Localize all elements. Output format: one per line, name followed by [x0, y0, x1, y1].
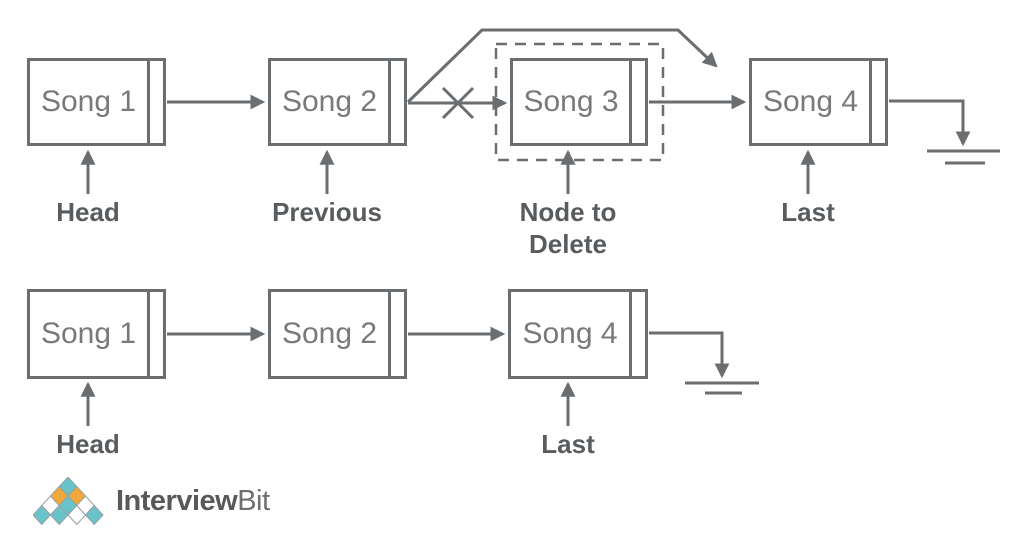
label-head-bottom: Head [56, 429, 120, 459]
null-connector-top [889, 99, 971, 147]
node-pointer-cell [869, 61, 885, 143]
node-pointer-cell [629, 61, 645, 143]
node-pointer-cell [629, 292, 645, 376]
node-song2-top: Song 2 [268, 58, 407, 146]
node-label: Song 2 [281, 85, 378, 118]
interviewbit-logo: InterviewBit [33, 477, 270, 526]
cross-mark [441, 86, 475, 120]
bypass-arrow [406, 28, 718, 104]
logo-text-interview: Interview [116, 485, 238, 517]
node-pointer-cell [388, 292, 404, 376]
logo-text-bit: Bit [237, 485, 270, 517]
node-pointer-cell [147, 292, 163, 376]
logo-pyramid-icon [33, 477, 104, 526]
node-song1-bottom: Song 1 [27, 289, 166, 379]
node-song2-bottom: Song 2 [268, 289, 407, 379]
label-head-top: Head [56, 197, 120, 227]
label-node-to-delete: Node to Delete [519, 197, 617, 259]
node-pointer-cell [147, 61, 163, 143]
node-pointer-cell [388, 61, 404, 143]
node-song1-top: Song 1 [27, 58, 166, 146]
node-label: Song 4 [522, 317, 618, 350]
logo-wordmark: InterviewBit [116, 485, 270, 518]
null-connector-bottom [649, 331, 730, 379]
node-label: Song 3 [523, 85, 619, 118]
node-label: Song 2 [281, 317, 378, 350]
node-label: Song 1 [40, 317, 137, 350]
label-last-bottom: Last [541, 429, 595, 459]
dashed-delete-box [494, 42, 665, 162]
label-previous: Previous [272, 197, 382, 227]
node-label: Song 1 [40, 85, 137, 118]
node-song4-top: Song 4 [749, 58, 888, 146]
label-last-top: Last [781, 197, 835, 227]
node-song3-top: Song 3 [510, 58, 648, 146]
node-label: Song 4 [762, 85, 859, 118]
node-song4-bottom: Song 4 [508, 289, 648, 379]
